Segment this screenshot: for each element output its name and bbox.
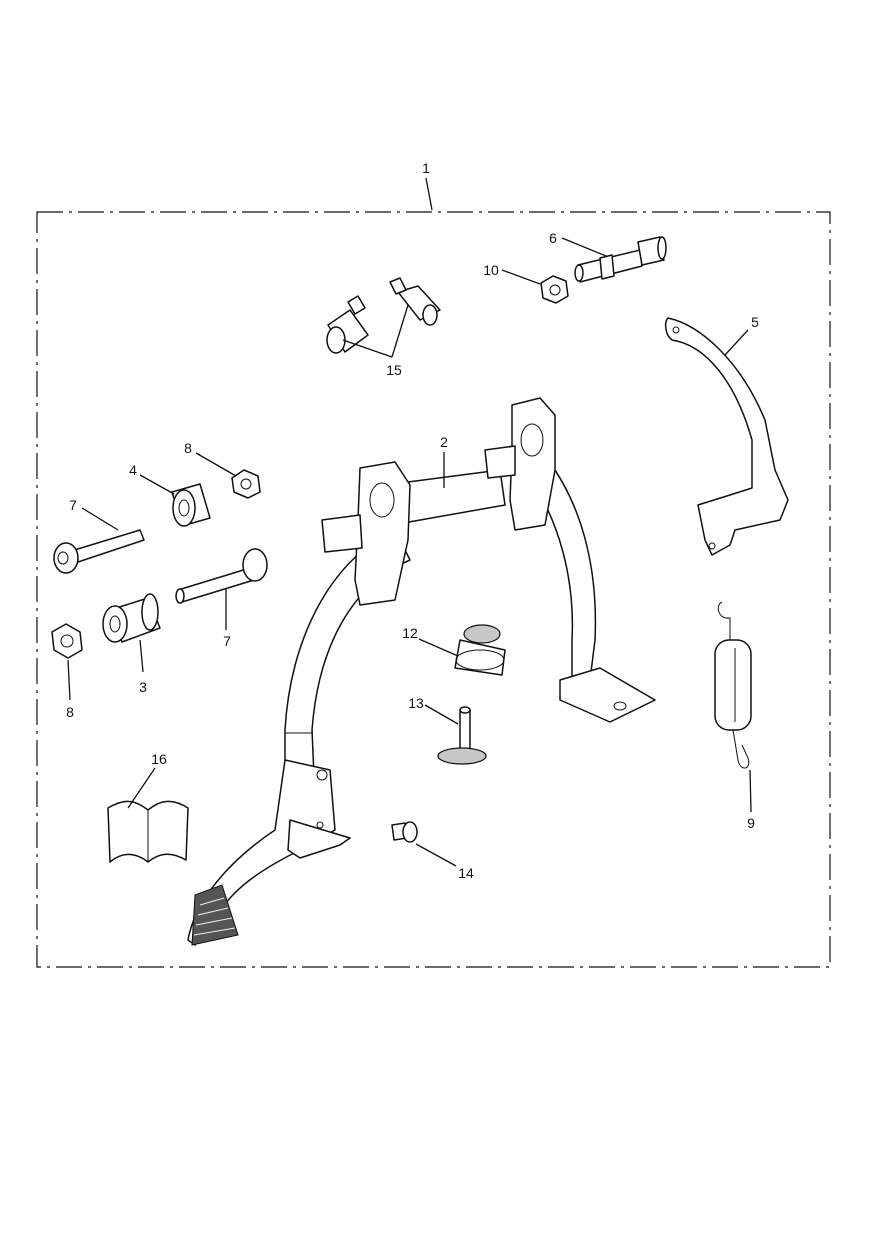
callout-12: 12 (402, 625, 418, 641)
return-spring (714, 601, 752, 769)
pins-15 (326, 277, 441, 354)
bolt-7-lower (175, 548, 268, 604)
callout-8-lower: 8 (66, 704, 74, 720)
callout-9: 9 (747, 815, 755, 831)
screw-14 (391, 821, 418, 843)
kit-boundary-frame (36, 211, 831, 968)
callout-14: 14 (458, 865, 474, 881)
bolt-7-upper (53, 529, 145, 574)
stop-pin-13 (437, 706, 487, 765)
leader-lines (67, 177, 752, 867)
callout-8-top: 8 (184, 440, 192, 456)
flanged-bush-3 (102, 593, 161, 643)
nut-8-lower (51, 623, 83, 659)
bush-4 (171, 483, 211, 527)
callout-10: 10 (483, 262, 499, 278)
callout-2: 2 (440, 434, 448, 450)
callout-7-lower: 7 (223, 633, 231, 649)
instruction-book-16 (107, 800, 189, 863)
rubber-stop-12 (454, 624, 506, 676)
callout-5: 5 (751, 314, 759, 330)
nut-8-top (231, 469, 261, 499)
callout-15: 15 (386, 362, 402, 378)
callout-16: 16 (151, 751, 167, 767)
callout-6: 6 (549, 230, 557, 246)
callout-3: 3 (139, 679, 147, 695)
stand-bracket-plate (664, 317, 789, 556)
callout-1: 1 (422, 160, 430, 176)
center-stand (187, 397, 656, 946)
callout-4: 4 (129, 462, 137, 478)
pivot-bolt (574, 236, 667, 283)
callout-7-upper: 7 (69, 497, 77, 513)
callout-13: 13 (408, 695, 424, 711)
nut-10 (540, 275, 569, 304)
